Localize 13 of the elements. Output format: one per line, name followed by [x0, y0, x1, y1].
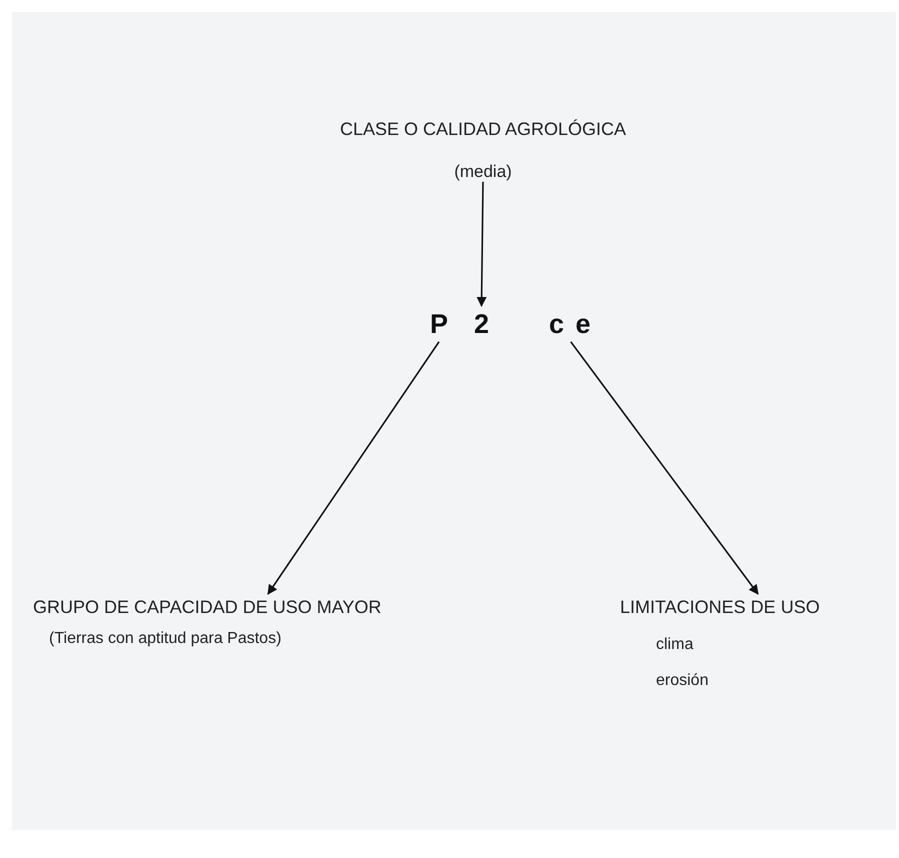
list-item: erosión	[655, 670, 708, 690]
list-item: clima	[655, 634, 694, 654]
code-letters: c e	[549, 308, 593, 341]
arrow	[570, 341, 759, 595]
arrow	[267, 341, 440, 595]
node-heading: LIMITACIONES DE USO	[620, 596, 820, 618]
node-heading: CLASE O CALIDAD AGROLÓGICA	[340, 118, 626, 140]
code-digit: 2	[474, 308, 490, 341]
node-heading: GRUPO DE CAPACIDAD DE USO MAYOR	[33, 596, 382, 618]
code-letter: P	[430, 308, 448, 341]
node-subtitle: (Tierras con aptitud para Pastos)	[48, 628, 282, 648]
node-subtitle: (media)	[454, 160, 512, 182]
arrow	[476, 182, 487, 307]
